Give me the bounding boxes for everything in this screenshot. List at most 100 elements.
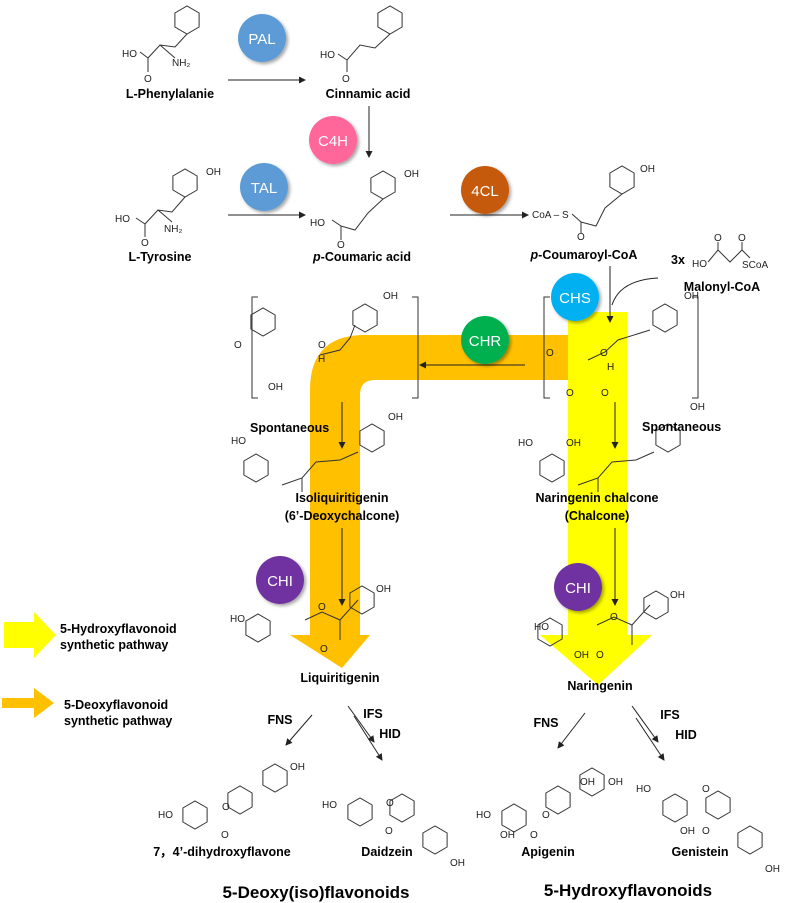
label-ifs-left: IFS [363,707,382,721]
group-title-deoxy: 5-Deoxy(iso)flavonoids [222,883,409,902]
ring [262,763,288,793]
ring [377,5,403,35]
ring [662,793,688,823]
ring [227,785,253,815]
atom-label: O [530,830,538,841]
label-phenylalanine: L-Phenylalanie [126,87,214,101]
label-malonyl-count: 3x [671,253,685,267]
label-malonyl-coa: Malonyl-CoA [684,280,760,294]
atom-label: HO [122,49,137,60]
svg-text:CHI: CHI [267,573,293,590]
legend-deoxy: 5-Deoxyflavonoid synthetic pathway [2,688,172,728]
atom-label: HO [320,50,335,61]
label-fns-left: FNS [268,713,293,727]
svg-text:CHR: CHR [469,333,502,350]
atom-label: HO [534,622,549,633]
label-tyrosine: L-Tyrosine [129,250,192,264]
atom-label: CoA – S [532,210,569,221]
ring [172,168,198,198]
svg-text:C4H: C4H [318,133,348,150]
reaction-arrows [228,76,665,761]
atom-label: O [702,784,710,795]
label-apigenin: Apigenin [521,845,574,859]
label-coumaric-acid: p-Coumaric acid [312,250,411,264]
ring [539,453,565,483]
ring [655,423,681,453]
svg-text:PAL: PAL [248,31,275,48]
atom-label: O [318,340,326,351]
atom-label: O [221,830,229,841]
ring [245,613,271,643]
ring [174,5,200,35]
atom-label: O [566,388,574,399]
atom-label: NH₂ [172,58,190,69]
atom-label: H [318,354,325,365]
atom-label: OH [640,164,655,175]
ring [359,423,385,453]
ring [347,797,373,827]
atom-label: OH [566,438,581,449]
ring [705,790,731,820]
ring [352,303,378,333]
label-fns-right: FNS [534,716,559,730]
atom-label: O [596,650,604,661]
label-ifs-right: IFS [660,708,679,722]
atom-label: H [607,362,614,373]
atom-label: OH [404,169,419,180]
atom-label: OH [450,858,465,869]
ring [243,453,269,483]
atom-label: O [601,388,609,399]
ring [422,825,448,855]
ring [389,793,415,823]
enzyme-chi-left: CHI [256,556,304,604]
atom-label: OH [290,762,305,773]
label-dihydroxyflavone: 7，4’-dihydroxyflavone [153,845,291,859]
atom-label: OH [383,291,398,302]
enzyme-tal: TAL [240,163,288,211]
ring [501,803,527,833]
atom-label: OH [500,830,515,841]
atom-label: OH [580,777,595,788]
atom-label: HO [230,614,245,625]
ring [737,825,763,855]
atom-label: O [234,340,242,351]
atom-label: OH [670,590,685,601]
atom-label: OH [684,291,699,302]
label-naringenin: Naringenin [567,679,632,693]
atom-label: HO [310,218,325,229]
molecule-bonds [135,33,751,645]
ring [609,165,635,195]
atom-label: O [385,826,393,837]
atom-label: O [577,232,585,243]
atom-label: OH [765,864,780,875]
atom-label: O [386,798,394,809]
ring [652,303,678,333]
atom-label: OH [690,402,705,413]
atom-label: OH [206,167,221,178]
atom-label: O [144,74,152,85]
atom-label: HO [231,436,246,447]
atom-label: O [318,602,326,613]
atom-label: O [542,810,550,821]
label-coumaroyl-coa: p-Coumaroyl-CoA [530,248,638,262]
ring [349,585,375,615]
atom-label: HO [636,784,651,795]
svg-text:synthetic pathway: synthetic pathway [64,714,172,728]
label-hid-right: HID [675,728,697,742]
atom-label: HO [518,438,533,449]
atom-label: OH [388,412,403,423]
svg-text:CHI: CHI [565,580,591,597]
enzyme-pal: PAL [238,14,286,62]
atom-label: HO [115,214,130,225]
label-daidzein: Daidzein [361,845,412,859]
svg-text:5-Hydroxyflavonoid: 5-Hydroxyflavonoid [60,622,177,636]
label-naringenin-chalcone: Naringenin chalcone [536,491,659,505]
atom-label: O [141,238,149,249]
ring [579,767,605,797]
atom-label: HO [476,810,491,821]
atom-label: O [738,233,746,244]
label-liquiritigenin: Liquiritigenin [300,671,379,685]
atom-label: O [222,802,230,813]
atom-label: O [714,233,722,244]
